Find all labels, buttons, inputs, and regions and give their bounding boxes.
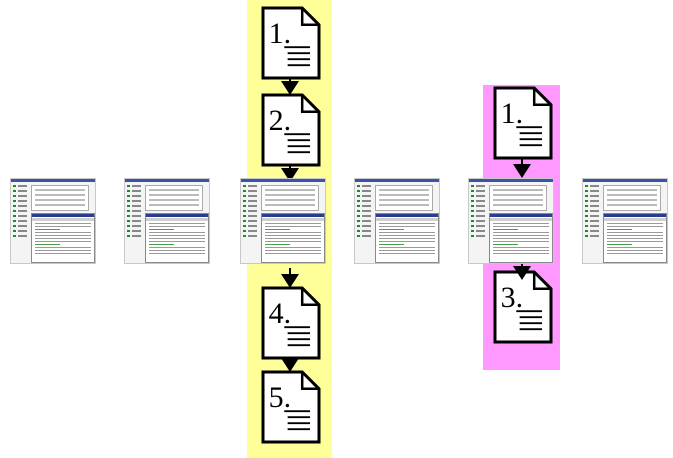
thumb-sidebar — [471, 185, 485, 240]
document-number: 2. — [269, 104, 292, 137]
thumb-window — [489, 213, 553, 263]
thumb-sidebar — [357, 185, 371, 240]
document-icon: 1. — [493, 86, 553, 160]
document-icon: 3. — [493, 270, 553, 344]
down-arrow-icon — [281, 165, 299, 182]
screenshot-thumbnail — [124, 178, 210, 264]
document-number: 3. — [501, 281, 523, 314]
thumb-window — [31, 213, 95, 263]
document-icon: 4. — [261, 286, 321, 360]
thumb-sidebar — [585, 185, 599, 240]
screenshot-thumbnail — [240, 178, 326, 264]
thumb-sidebar — [13, 185, 27, 240]
document-number: 1. — [269, 17, 292, 50]
document-icon: 1. — [261, 6, 321, 80]
screenshot-thumbnail — [582, 178, 668, 264]
thumb-window — [145, 213, 209, 263]
thumb-window — [261, 213, 325, 263]
thumb-form — [375, 185, 433, 211]
document-number: 5. — [269, 381, 292, 414]
thumb-titlebar — [241, 179, 325, 182]
down-arrow-icon — [513, 264, 531, 280]
thumb-form — [31, 185, 89, 211]
thumb-form — [603, 185, 661, 211]
thumb-sidebar — [243, 185, 257, 240]
thumb-sidebar — [127, 185, 141, 240]
thumb-titlebar — [469, 179, 553, 182]
down-arrow-icon — [281, 268, 299, 288]
screenshot-thumbnail — [354, 178, 440, 264]
document-icon: 5. — [261, 370, 321, 444]
thumb-form — [489, 185, 547, 211]
screenshot-thumbnail — [468, 178, 554, 264]
thumb-titlebar — [583, 179, 667, 182]
screenshot-thumbnail — [10, 178, 96, 264]
thumb-window — [375, 213, 439, 263]
document-number: 1. — [501, 97, 523, 130]
down-arrow-icon — [281, 358, 299, 372]
thumb-titlebar — [125, 179, 209, 182]
thumb-window — [603, 213, 667, 263]
document-icon: 2. — [261, 93, 321, 167]
thumb-form — [261, 185, 319, 211]
thumb-form — [145, 185, 203, 211]
down-arrow-icon — [281, 78, 299, 95]
thumb-titlebar — [11, 179, 95, 182]
down-arrow-icon — [513, 158, 531, 178]
thumb-titlebar — [355, 179, 439, 182]
document-number: 4. — [269, 297, 292, 330]
